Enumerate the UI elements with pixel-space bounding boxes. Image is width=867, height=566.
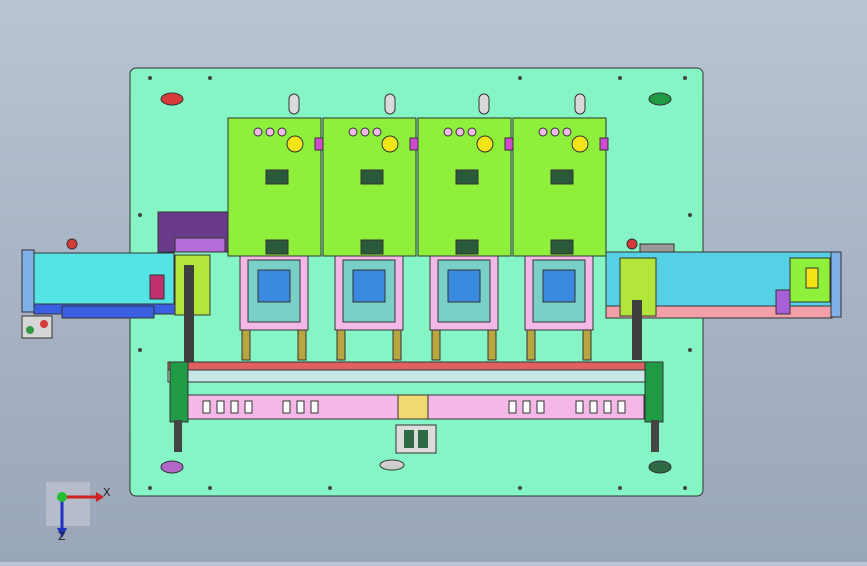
- rail-slot: [603, 400, 612, 414]
- top-slots: [288, 93, 586, 115]
- green-marker-right: [648, 92, 672, 106]
- z-axis-label: Z: [58, 530, 66, 543]
- rail-slot: [202, 400, 211, 414]
- dark-marker-bottom: [648, 460, 672, 474]
- rail-slot: [522, 400, 531, 414]
- rail-slot: [296, 400, 305, 414]
- rail-slot: [230, 400, 239, 414]
- right-conveyor[interactable]: [605, 238, 842, 360]
- rail-slot: [617, 400, 626, 414]
- purple-marker-bottom: [160, 460, 184, 474]
- station-module[interactable]: [322, 117, 419, 361]
- station-module[interactable]: [512, 117, 609, 361]
- station-module[interactable]: [227, 117, 324, 361]
- rail-slot: [282, 400, 291, 414]
- axis-triad: X Z: [44, 480, 114, 544]
- x-axis-label: X: [103, 486, 111, 499]
- rail-slot: [310, 400, 319, 414]
- station-module[interactable]: [417, 117, 514, 361]
- bottom-rail[interactable]: [167, 361, 664, 454]
- rail-slot: [216, 400, 225, 414]
- left-conveyor[interactable]: [21, 211, 229, 365]
- rail-slots: [202, 400, 626, 414]
- rail-slot: [589, 400, 598, 414]
- rail-slot: [536, 400, 545, 414]
- rail-slot: [508, 400, 517, 414]
- rail-slot: [244, 400, 253, 414]
- gray-pad-bottom: [379, 459, 405, 471]
- rail-slot: [575, 400, 584, 414]
- red-marker-left: [160, 92, 184, 106]
